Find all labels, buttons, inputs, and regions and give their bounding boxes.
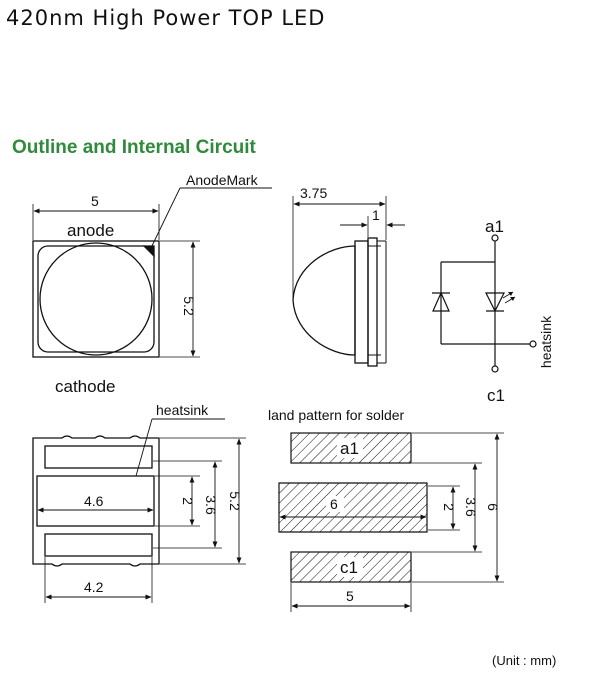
- land-a1-label: a1: [340, 439, 359, 458]
- top-view-body: [32, 240, 160, 358]
- bottom-cathode-pad: [44, 533, 153, 557]
- top-view: [32, 187, 272, 358]
- circuit-a1-label: a1: [485, 217, 504, 236]
- bottom-total-dim: 5.2: [227, 491, 243, 511]
- bottom-view: [32, 418, 246, 603]
- land-pattern: [278, 432, 504, 612]
- bottom-pad-width-dim: 4.6: [84, 493, 104, 509]
- top-width-dim: 5: [91, 193, 99, 209]
- side-view-base: [367, 237, 378, 367]
- bottom-heatsink-label: heatsink: [156, 402, 209, 418]
- bottom-anode-pad: [44, 445, 153, 469]
- top-view-lens: [39, 242, 153, 356]
- cathode-label: cathode: [55, 377, 116, 396]
- anode-mark-icon: [142, 245, 155, 258]
- land-mid-dim: 3.6: [463, 497, 479, 517]
- side-view-dome: [292, 245, 356, 356]
- zener-diode-icon: [432, 291, 450, 312]
- internal-circuit: [432, 234, 537, 373]
- bottom-mid-dim: 3.6: [203, 495, 219, 515]
- top-height-dim: 5.2: [181, 296, 197, 316]
- unit-note: (Unit : mm): [492, 653, 557, 668]
- land-c1-label: c1: [340, 558, 358, 577]
- side-step-dim: 1: [372, 207, 380, 223]
- anode-mark-label: AnodeMark: [186, 172, 259, 188]
- circuit-c1-label: c1: [487, 386, 505, 405]
- top-view-lens-frame: [37, 245, 155, 353]
- land-pad-height-dim: 2: [441, 503, 457, 511]
- land-pattern-title: land pattern for solder: [268, 407, 405, 423]
- land-center-dim: 6: [330, 496, 338, 512]
- anode-label: anode: [67, 221, 114, 240]
- heatsink-terminal: [529, 340, 537, 348]
- land-width-dim: 5: [346, 588, 354, 604]
- led-diode-icon: [485, 292, 505, 313]
- bottom-width-dim: 4.2: [84, 579, 104, 595]
- side-depth-dim: 3.75: [300, 185, 327, 201]
- circuit-heatsink-label: heatsink: [538, 315, 554, 368]
- land-heatsink-pad: [278, 482, 428, 533]
- side-view: [292, 196, 405, 367]
- bottom-view-body: [32, 435, 160, 567]
- page-title: 420nm High Power TOP LED: [6, 6, 326, 30]
- c1-terminal: [491, 365, 499, 373]
- side-view-body: [354, 240, 369, 364]
- section-heading: Outline and Internal Circuit: [12, 137, 256, 158]
- bottom-heatsink-pad: [36, 475, 155, 527]
- land-total-dim: 6: [485, 503, 501, 511]
- bottom-pad-height-dim: 2: [180, 497, 196, 505]
